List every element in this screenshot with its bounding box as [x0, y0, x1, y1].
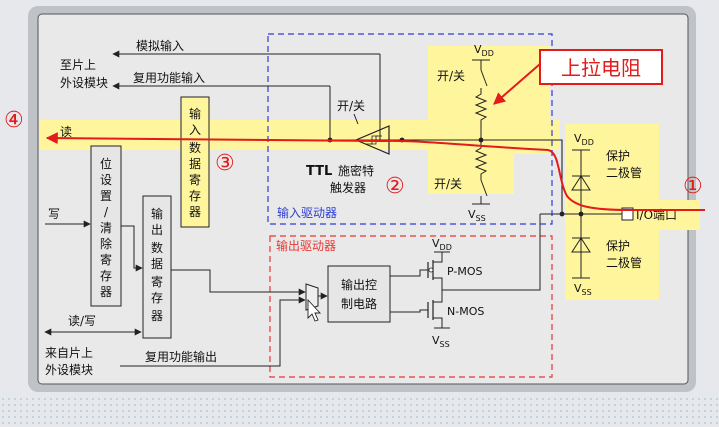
- svg-text:除: 除: [100, 236, 112, 251]
- io-port-label: I/O端口: [636, 208, 677, 222]
- output-data-register-text: 输 出 数 据 寄 存 器: [151, 206, 163, 323]
- control-to-pmos-line: [390, 269, 428, 277]
- svg-text:寄: 寄: [189, 172, 201, 187]
- svg-text:置: 置: [100, 189, 112, 203]
- upper-protect-diode: [571, 175, 591, 191]
- svg-text:输: 输: [151, 206, 163, 221]
- marker-3: ③: [215, 151, 235, 176]
- svg-text:输: 输: [189, 106, 201, 121]
- ttl-label: TTL: [306, 164, 332, 179]
- output-data-register: [142, 195, 172, 339]
- pulldown-resistor: [474, 140, 488, 180]
- marker-1: ①: [683, 174, 703, 199]
- input-driver-region: [267, 33, 553, 225]
- input-data-register: [180, 96, 210, 228]
- output-driver-label: 输出驱动器: [276, 238, 336, 253]
- pulldown-switch-label: 开/关: [434, 177, 462, 191]
- protect-diode-lower-line2: 二极管: [606, 255, 642, 270]
- input-driver-label: 输入驱动器: [277, 205, 337, 220]
- svg-text:设: 设: [100, 173, 112, 187]
- pmos-transistor: [427, 251, 450, 290]
- svg-text:寄: 寄: [151, 274, 163, 289]
- output-control-line2: 制电路: [341, 296, 377, 311]
- schmitt-label-2: 触发器: [330, 180, 366, 195]
- pullup-switch-label: 开/关: [437, 69, 465, 83]
- io-port-highlight: [600, 200, 700, 230]
- lower-protect-diode: [571, 237, 591, 253]
- pullup-resistor: [474, 88, 488, 140]
- nmos-transistor: [427, 290, 450, 329]
- to-onchip-line2: 外设模块: [60, 76, 108, 90]
- svg-text:存: 存: [100, 269, 112, 283]
- write-label: 写: [48, 207, 60, 221]
- input-data-register-text: 输 入 数 据 寄 存 器: [189, 106, 201, 219]
- mouse-cursor-icon: [307, 298, 322, 322]
- svg-text:器: 器: [151, 309, 163, 323]
- read-write-label: 读/写: [68, 314, 96, 328]
- svg-text:出: 出: [151, 223, 163, 237]
- svg-text:入: 入: [189, 123, 201, 137]
- from-onchip-line1: 来自片上: [45, 346, 93, 360]
- schmitt-label-1: 施密特: [338, 163, 374, 178]
- vss-label-diode: VSS: [574, 282, 592, 297]
- svg-text:存: 存: [189, 189, 201, 203]
- pullup-callout-arrow: [493, 63, 541, 105]
- protect-diode-upper-line1: 保护: [606, 149, 630, 163]
- vdd-label-pmos: VDD: [432, 237, 452, 252]
- alt-output-label: 复用功能输出: [145, 349, 217, 364]
- svg-text:/: /: [104, 205, 109, 219]
- read-label: 读: [60, 125, 72, 139]
- svg-text:器: 器: [100, 285, 112, 299]
- marker-2: ②: [385, 174, 405, 199]
- vdd-label-diode: VDD: [574, 132, 594, 147]
- svg-text:器: 器: [189, 205, 201, 219]
- pulldown-switch: [480, 179, 488, 197]
- output-control-line1: 输出控: [341, 277, 377, 292]
- pullup-switch: [480, 69, 488, 87]
- vdd-label-pullup: VDD: [474, 43, 494, 58]
- protect-diode-upper-line2: 二极管: [606, 165, 642, 180]
- output-control-block: [327, 265, 391, 323]
- svg-text:数: 数: [189, 140, 201, 155]
- odr-to-mux-line: [171, 269, 306, 296]
- output-driver-region: [269, 235, 553, 378]
- alt-output-line: [120, 296, 306, 367]
- svg-text:数: 数: [151, 240, 163, 255]
- vss-label-pulldown: VSS: [468, 208, 486, 223]
- pmos-label: P-MOS: [447, 265, 483, 278]
- svg-text:据: 据: [151, 257, 163, 271]
- io-pin-square: [621, 207, 634, 221]
- control-to-nmos-line: [390, 309, 428, 313]
- svg-text:据: 据: [189, 157, 201, 171]
- pullup-callout-box: [539, 49, 663, 85]
- protect-diode-lower-line1: 保护: [606, 239, 630, 253]
- bit-set-clear-text: 位 设 置 / 清 除 寄 存 器: [100, 156, 112, 299]
- alt-input-label: 复用功能输入: [133, 70, 205, 85]
- svg-text:存: 存: [151, 291, 163, 305]
- marker-4: ④: [4, 108, 24, 133]
- schmitt-switch-label: 开/关: [337, 99, 365, 113]
- from-onchip-line2: 外设模块: [45, 363, 93, 377]
- drain-to-bus-line: [442, 214, 541, 291]
- to-onchip-line1: 至片上: [60, 58, 96, 72]
- pull-down-box: [428, 128, 514, 194]
- bsr-to-odr-line: [121, 225, 143, 272]
- vss-label-nmos: VSS: [432, 334, 450, 349]
- svg-text:清: 清: [100, 221, 112, 235]
- nmos-label: N-MOS: [447, 305, 484, 318]
- svg-text:位: 位: [100, 156, 112, 171]
- analog-input-label: 模拟输入: [136, 38, 184, 53]
- read-flow-path: [45, 132, 705, 211]
- pullup-callout-label: 上拉电阻: [561, 56, 641, 80]
- schmitt-switch: [353, 113, 359, 125]
- bottom-dotted-band: [0, 397, 719, 427]
- svg-text:寄: 寄: [100, 252, 112, 267]
